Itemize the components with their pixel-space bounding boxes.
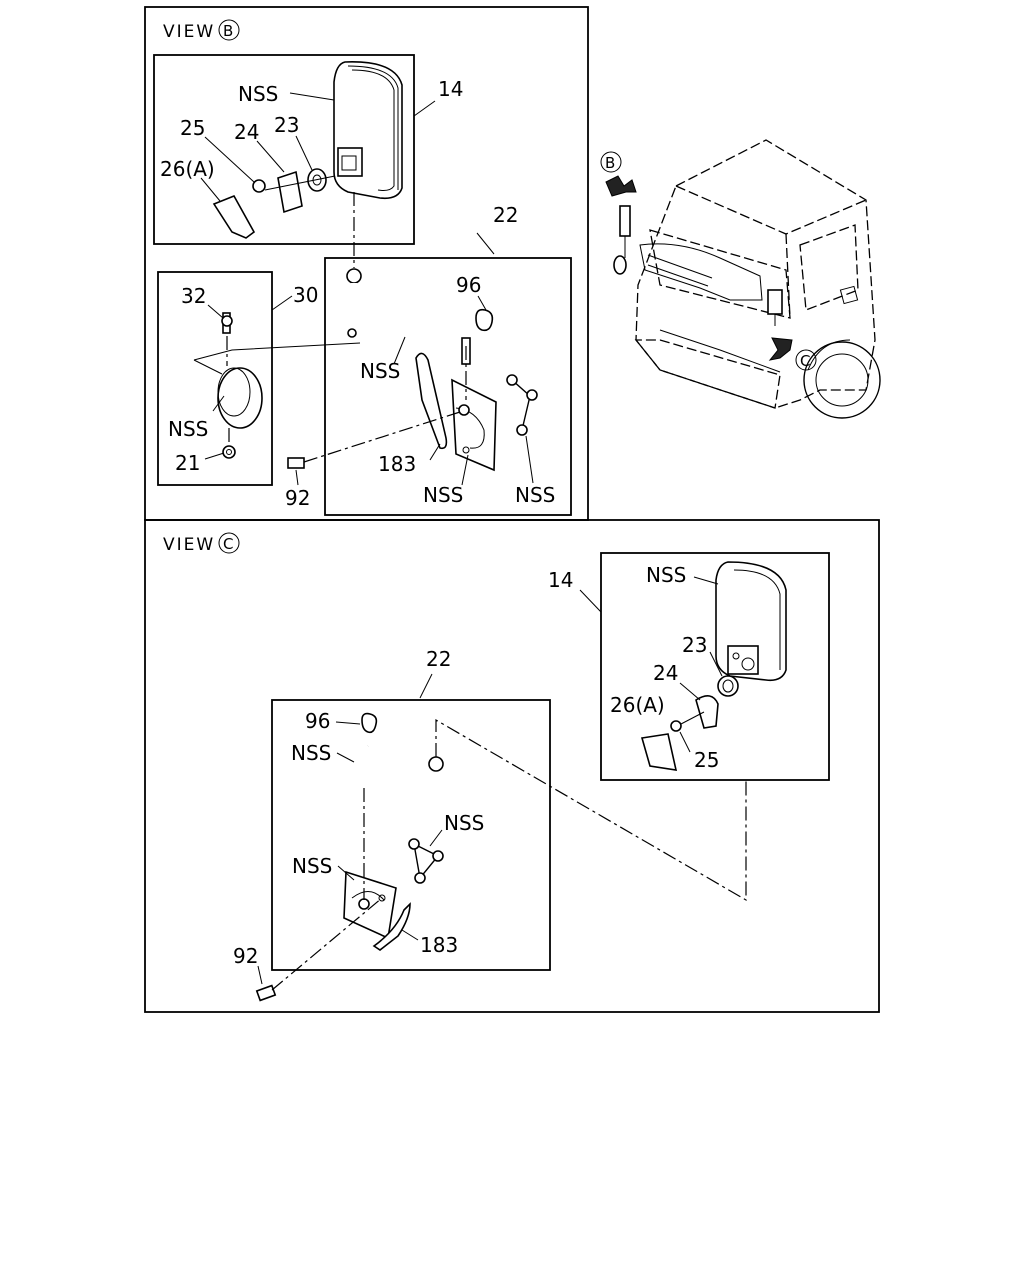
- svg-text:VIEW: VIEW: [163, 535, 215, 555]
- svg-text:C: C: [800, 352, 810, 370]
- view-b-label-30: 30: [293, 283, 318, 307]
- view-b-label-25: 25: [180, 116, 205, 140]
- view-c-label-96: 96: [305, 709, 330, 733]
- view-c-mirror-box: [600, 552, 830, 781]
- view-c-label-14: 14: [548, 568, 573, 592]
- view-b-label-30-nss: NSS: [168, 417, 208, 441]
- view-c-part-22-box: [271, 699, 551, 971]
- stay-strap: [415, 352, 448, 450]
- view-c-bracket: [343, 870, 411, 951]
- bolt-92: [287, 457, 305, 469]
- view-b-label-183: 183: [378, 452, 416, 476]
- mirror-head: [333, 61, 403, 200]
- side-lamp: [217, 312, 263, 459]
- mirror-mount-parts: [212, 168, 336, 239]
- view-c-label-link-nss: NSS: [444, 811, 484, 835]
- stay-clip: [475, 308, 494, 332]
- view-b-label-bracket-nss: NSS: [423, 483, 463, 507]
- svg-text:B: B: [605, 154, 615, 172]
- view-c-label-92: 92: [233, 944, 258, 968]
- view-b-label-23: 23: [274, 113, 299, 137]
- view-b-label-22: 22: [493, 203, 518, 227]
- view-b-label-21: 21: [175, 451, 200, 475]
- svg-text:VIEW: VIEW: [163, 22, 215, 42]
- stay-bracket: [451, 378, 497, 472]
- view-c-frame: [144, 519, 880, 1013]
- view-b-label-92: 92: [285, 486, 310, 510]
- svg-text:B: B: [223, 22, 233, 40]
- mirror-head-box: [153, 54, 415, 245]
- link-rod: [506, 374, 538, 436]
- view-c-mirror-mount: [640, 675, 739, 771]
- view-c-stay: [348, 712, 444, 810]
- truck-cab-illustration: [613, 139, 881, 419]
- view-b-mirror-nss: NSS: [238, 82, 278, 106]
- view-c-mirror-head: [715, 561, 787, 682]
- view-c-link: [408, 838, 444, 884]
- view-c-label-22: 22: [426, 647, 451, 671]
- view-c-label-23: 23: [682, 633, 707, 657]
- view-b-label-link-nss: NSS: [515, 483, 555, 507]
- view-b-label-96: 96: [456, 273, 481, 297]
- view-c-label-24: 24: [653, 661, 678, 685]
- view-c-title: VIEW C: [163, 532, 240, 555]
- view-b-label-26a: 26(A): [160, 157, 215, 181]
- view-b-label-stay-nss: NSS: [360, 359, 400, 383]
- view-c-label-bracket-nss: NSS: [292, 854, 332, 878]
- part-30-box: [157, 271, 273, 486]
- mirror-stay: [329, 268, 471, 365]
- view-b-arrow: B: [600, 151, 637, 197]
- view-c-bolt-92: [255, 984, 277, 1002]
- view-c-arrow: C: [768, 337, 817, 371]
- view-c-mirror-nss: NSS: [646, 563, 686, 587]
- view-c-label-25: 25: [694, 748, 719, 772]
- svg-text:C: C: [223, 535, 233, 553]
- part-22-box: [324, 257, 572, 516]
- view-b-label-32: 32: [181, 284, 206, 308]
- view-b-label-24: 24: [234, 120, 259, 144]
- view-b-label-14: 14: [438, 77, 463, 101]
- view-b-title: VIEW B: [163, 19, 240, 42]
- view-c-label-26a: 26(A): [610, 693, 665, 717]
- view-c-label-183: 183: [420, 933, 458, 957]
- view-c-label-stay-nss: NSS: [291, 741, 331, 765]
